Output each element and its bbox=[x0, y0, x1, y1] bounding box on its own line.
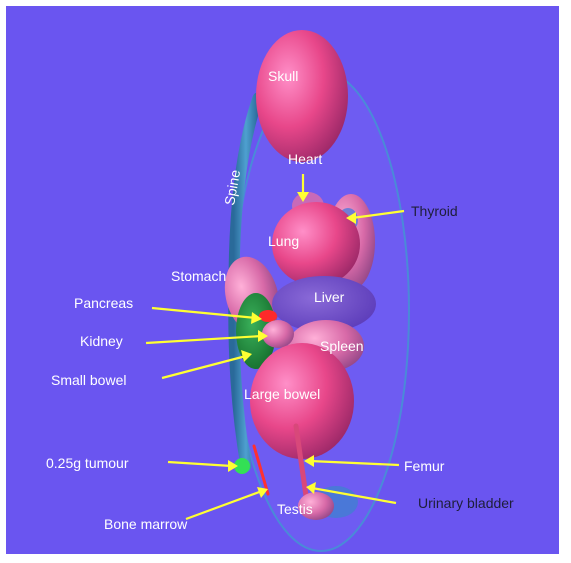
label-thyroid: Thyroid bbox=[411, 203, 458, 219]
label-urinary-bladder: Urinary bladder bbox=[418, 495, 514, 511]
kidney-shape bbox=[262, 320, 294, 348]
label-liver: Liver bbox=[314, 289, 345, 305]
label-femur: Femur bbox=[404, 458, 445, 474]
label-large-bowel: Large bowel bbox=[244, 386, 320, 402]
label-heart: Heart bbox=[288, 151, 322, 167]
label-pancreas: Pancreas bbox=[74, 295, 133, 311]
label-testis: Testis bbox=[277, 501, 313, 517]
label-small-bowel: Small bowel bbox=[51, 372, 126, 388]
diagram-frame: Skull Spine Heart Thyroid Lung Stomach L… bbox=[6, 6, 559, 554]
label-lung: Lung bbox=[268, 233, 299, 249]
label-spleen: Spleen bbox=[320, 338, 364, 354]
label-tumour: 0.25g tumour bbox=[46, 455, 129, 471]
label-skull: Skull bbox=[268, 68, 298, 84]
label-bone-marrow: Bone marrow bbox=[104, 516, 188, 532]
label-stomach: Stomach bbox=[171, 268, 226, 284]
skull-shape bbox=[256, 30, 348, 162]
phantom-diagram: Skull Spine Heart Thyroid Lung Stomach L… bbox=[6, 6, 559, 554]
label-kidney: Kidney bbox=[80, 333, 123, 349]
pancreas-shape bbox=[259, 310, 277, 322]
